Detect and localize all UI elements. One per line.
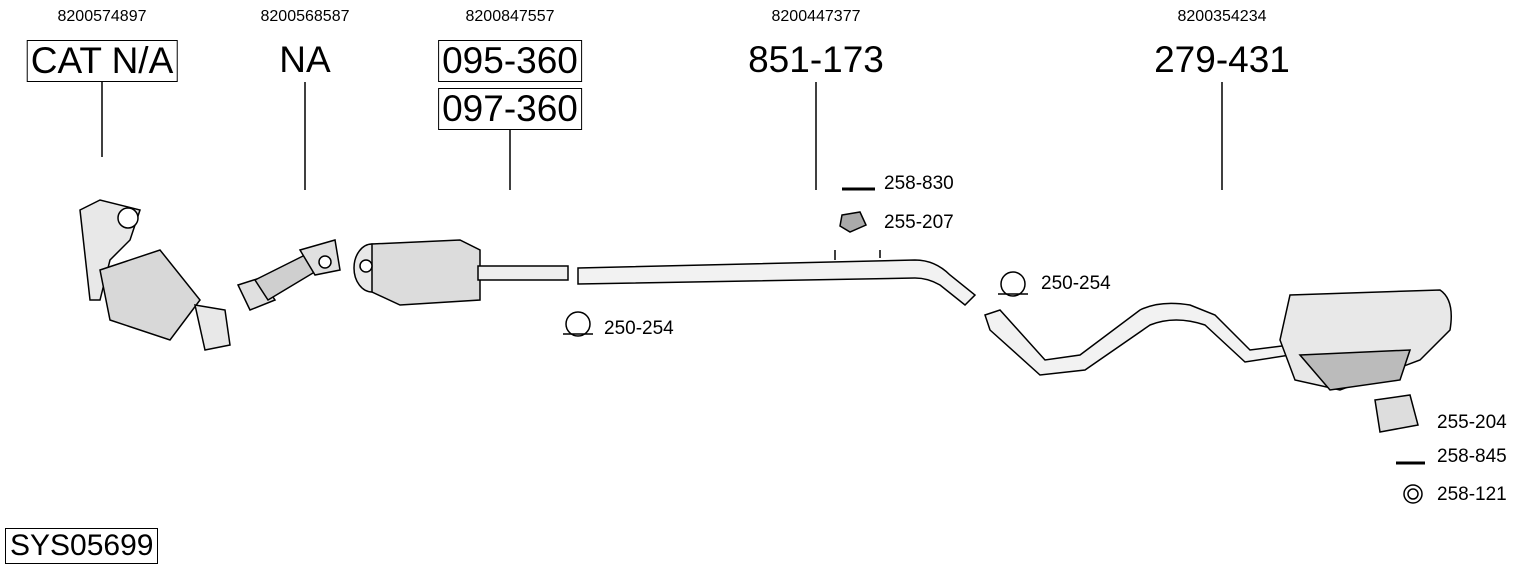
clamp-icon	[563, 311, 593, 337]
rear-silencer	[984, 289, 1452, 391]
accessory-code[interactable]: 255-207	[884, 212, 954, 233]
accessory-code[interactable]: 258-845	[1437, 446, 1507, 467]
accessory-code[interactable]: 258-830	[884, 173, 954, 194]
accessory-code[interactable]: 250-254	[604, 318, 674, 339]
particulate-filter	[353, 239, 569, 306]
oe-number: 8200354234	[1177, 8, 1267, 25]
part-code[interactable]: NA	[279, 39, 331, 80]
catalytic-converter	[79, 199, 231, 351]
system-id: SYS05699	[5, 528, 159, 564]
oe-number: 8200568587	[260, 8, 350, 25]
bracket-icon	[1374, 394, 1419, 433]
oe-number: 8200447377	[771, 8, 861, 25]
part-code[interactable]: 279-431	[1154, 39, 1290, 80]
accessory-code[interactable]: 255-204	[1437, 412, 1507, 433]
ring-gasket-icon	[1403, 484, 1423, 504]
rubber-mount-icon	[839, 211, 868, 233]
accessory-code[interactable]: 250-254	[1041, 273, 1111, 294]
part-code[interactable]: CAT N/A	[26, 40, 178, 82]
clamp-icon	[998, 271, 1028, 297]
flex-pipe	[236, 239, 341, 311]
part-code[interactable]: 095-360	[438, 40, 582, 82]
accessory-code[interactable]: 258-121	[1437, 484, 1507, 505]
part-code-alt[interactable]: 097-360	[438, 88, 582, 130]
middle-pipe	[577, 250, 977, 307]
oe-number: 8200847557	[465, 8, 555, 25]
part-code[interactable]: 851-173	[748, 39, 884, 80]
oe-number: 8200574897	[57, 8, 147, 25]
